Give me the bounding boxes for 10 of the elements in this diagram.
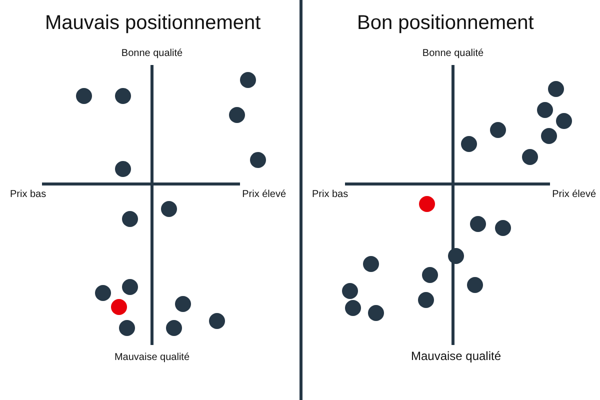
axis-label: Prix bas bbox=[312, 189, 348, 200]
axis-label: Bonne qualité bbox=[121, 48, 183, 59]
axis-label: Prix élevé bbox=[242, 189, 286, 200]
axis-label: Prix élevé bbox=[552, 189, 596, 200]
axis-label: Prix bas bbox=[10, 189, 46, 200]
axis-label: Bonne qualité bbox=[422, 48, 484, 59]
panel-title: Bon positionnement bbox=[357, 12, 534, 34]
axis-label: Mauvaise qualité bbox=[410, 350, 502, 364]
axis-label: Mauvaise qualité bbox=[114, 352, 190, 363]
panel-title: Mauvais positionnement bbox=[45, 12, 261, 34]
